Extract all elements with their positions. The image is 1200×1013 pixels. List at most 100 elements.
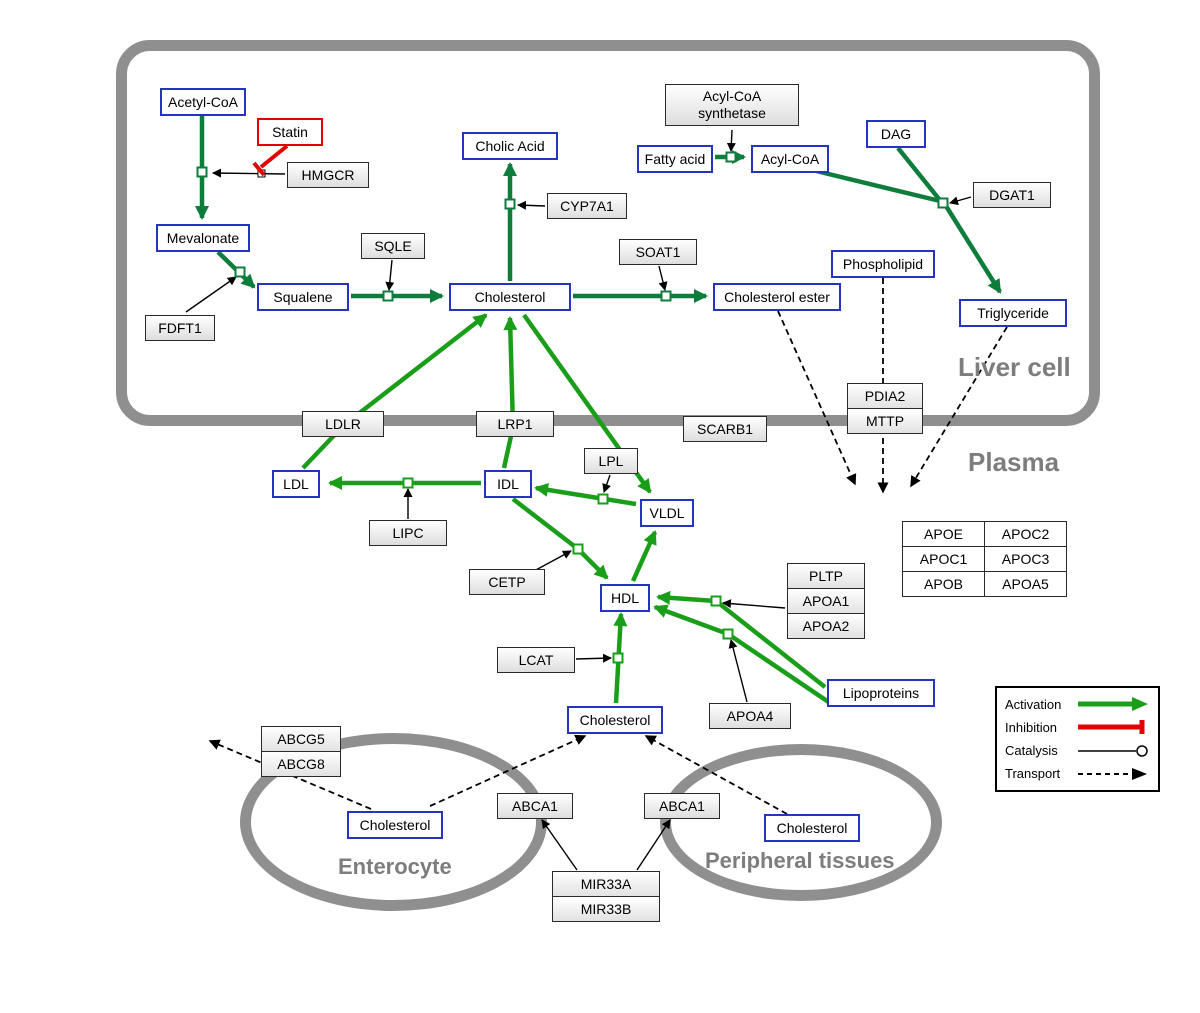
catalysis-cetp bbox=[533, 550, 572, 572]
node-apoa4[interactable]: APOA4 bbox=[709, 703, 791, 729]
node-hmgcr[interactable]: HMGCR bbox=[287, 162, 369, 188]
node-cholic-acid[interactable]: Cholic Acid bbox=[462, 132, 558, 160]
reaction-node bbox=[597, 493, 609, 505]
node-apoc3[interactable]: APOC3 bbox=[984, 546, 1067, 572]
node-sqle[interactable]: SQLE bbox=[361, 233, 425, 259]
reaction-node bbox=[660, 290, 672, 302]
catalysis-fdft1 bbox=[185, 276, 237, 313]
node-dgat1[interactable]: DGAT1 bbox=[973, 182, 1051, 208]
transport-enterocyte-abca1-cholesterol bbox=[429, 734, 587, 807]
reaction-node bbox=[504, 198, 516, 210]
node-scarb1[interactable]: SCARB1 bbox=[683, 416, 767, 442]
node-apoc2[interactable]: APOC2 bbox=[984, 521, 1067, 547]
catalysis-soat1 bbox=[658, 265, 668, 291]
inhibition-statin-line bbox=[259, 144, 289, 169]
node-pdia2[interactable]: PDIA2 bbox=[847, 383, 923, 409]
node-cholesterol-peripheral[interactable]: Cholesterol bbox=[764, 814, 860, 842]
liver-cell-label: Liver cell bbox=[958, 352, 1071, 382]
node-mttp[interactable]: MTTP bbox=[847, 408, 923, 434]
reaction-node bbox=[196, 166, 208, 178]
node-mir33b[interactable]: MIR33B bbox=[552, 896, 660, 922]
node-soat1[interactable]: SOAT1 bbox=[619, 239, 697, 265]
stack-pltp-apoa1-apoa2: PLTP APOA1 APOA2 bbox=[787, 563, 865, 639]
reaction-node bbox=[722, 628, 734, 640]
node-abcg5[interactable]: ABCG5 bbox=[261, 726, 341, 752]
reaction-node bbox=[937, 197, 949, 209]
regulation-mir33-abca1-right bbox=[636, 819, 671, 871]
node-phospholipid[interactable]: Phospholipid bbox=[831, 250, 935, 278]
node-ldlr[interactable]: LDLR bbox=[302, 411, 384, 437]
catalysis-circle-icon bbox=[1078, 744, 1148, 757]
apolipoprotein-table: APOE APOC2 APOC1 APOC3 APOB APOA5 bbox=[902, 521, 1067, 597]
transport-cholesterolester-plasma bbox=[777, 310, 857, 486]
node-pltp[interactable]: PLTP bbox=[787, 563, 865, 589]
node-lipoproteins[interactable]: Lipoproteins bbox=[827, 679, 935, 707]
node-lrp1[interactable]: LRP1 bbox=[476, 411, 554, 437]
transport-enterocyte-abcg-out bbox=[208, 739, 372, 810]
node-apoa2[interactable]: APOA2 bbox=[787, 613, 865, 639]
node-apob[interactable]: APOB bbox=[902, 571, 985, 597]
edge-idl-lrp1-cholesterol bbox=[501, 316, 518, 469]
reaction-node bbox=[572, 543, 584, 555]
node-lipc[interactable]: LIPC bbox=[369, 520, 447, 546]
transport-peripheral-abca1-cholesterol bbox=[644, 735, 788, 815]
catalysis-lpl bbox=[602, 474, 611, 493]
legend-row-activation: Activation bbox=[1005, 693, 1150, 715]
catalysis-acylcoa-synthetase bbox=[726, 129, 736, 152]
node-vldl[interactable]: VLDL bbox=[640, 499, 694, 527]
node-cholesterol-enterocyte[interactable]: Cholesterol bbox=[347, 811, 443, 839]
edge-acylcoa-dgatnode bbox=[807, 166, 941, 204]
node-apoc1[interactable]: APOC1 bbox=[902, 546, 985, 572]
edge-vldl-idl bbox=[534, 482, 637, 507]
node-cholesterol-plasma[interactable]: Cholesterol bbox=[567, 706, 663, 734]
edge-hdl-vldl bbox=[630, 530, 658, 582]
plasma-label: Plasma bbox=[968, 447, 1060, 477]
node-ldl[interactable]: LDL bbox=[272, 470, 320, 498]
inhibition-statin-tbar bbox=[252, 161, 266, 177]
liver-cell-region bbox=[116, 40, 1100, 426]
reaction-node bbox=[725, 151, 737, 163]
node-cholesterol-ester[interactable]: Cholesterol ester bbox=[713, 283, 841, 311]
node-statin[interactable]: Statin bbox=[257, 118, 323, 146]
activation-arrow-icon bbox=[1078, 697, 1148, 711]
legend-row-inhibition: Inhibition bbox=[1005, 716, 1150, 738]
legend: Activation Inhibition Catalysis Transpor… bbox=[995, 686, 1160, 792]
node-apoa1[interactable]: APOA1 bbox=[787, 588, 865, 614]
peripheral-tissues-label: Peripheral tissues bbox=[705, 848, 895, 873]
node-hdl[interactable]: HDL bbox=[600, 584, 650, 612]
node-triglyceride[interactable]: Triglyceride bbox=[959, 299, 1067, 327]
node-abca1-right[interactable]: ABCA1 bbox=[644, 793, 720, 819]
legend-transport-label: Transport bbox=[1005, 766, 1061, 782]
node-mevalonate[interactable]: Mevalonate bbox=[156, 224, 250, 252]
reaction-node bbox=[382, 290, 394, 302]
node-squalene[interactable]: Squalene bbox=[257, 283, 349, 311]
node-apoa5[interactable]: APOA5 bbox=[984, 571, 1067, 597]
transport-dashed-arrow-icon bbox=[1078, 767, 1147, 780]
edge-dgatnode-triglyceride bbox=[944, 204, 1002, 294]
node-cholesterol-liver[interactable]: Cholesterol bbox=[449, 283, 571, 311]
node-cyp7a1[interactable]: CYP7A1 bbox=[547, 193, 627, 219]
node-mir33a[interactable]: MIR33A bbox=[552, 871, 660, 897]
stack-mir33a-mir33b: MIR33A MIR33B bbox=[552, 871, 660, 922]
node-idl[interactable]: IDL bbox=[484, 470, 532, 498]
node-apoe[interactable]: APOE bbox=[902, 521, 985, 547]
reaction-node bbox=[234, 266, 246, 278]
node-fatty-acid[interactable]: Fatty acid bbox=[637, 145, 713, 173]
node-acyl-coa-synthetase[interactable]: Acyl-CoA synthetase bbox=[665, 84, 799, 126]
node-lpl[interactable]: LPL bbox=[584, 448, 638, 474]
node-acyl-coa[interactable]: Acyl-CoA bbox=[751, 145, 829, 173]
legend-inhibition-label: Inhibition bbox=[1005, 719, 1058, 735]
stack-abcg5-abcg8: ABCG5 ABCG8 bbox=[261, 726, 341, 777]
node-dag[interactable]: DAG bbox=[866, 120, 926, 148]
legend-row-catalysis: Catalysis bbox=[1005, 740, 1150, 762]
node-abca1-left[interactable]: ABCA1 bbox=[497, 793, 573, 819]
node-cetp[interactable]: CETP bbox=[469, 569, 545, 595]
legend-row-transport: Transport bbox=[1005, 763, 1150, 785]
node-fdft1[interactable]: FDFT1 bbox=[145, 315, 215, 341]
catalysis-sqle bbox=[385, 259, 395, 291]
node-lcat[interactable]: LCAT bbox=[497, 647, 575, 673]
node-abcg8[interactable]: ABCG8 bbox=[261, 751, 341, 777]
catalysis-dgat1 bbox=[949, 196, 972, 206]
node-acetyl-coa[interactable]: Acetyl-CoA bbox=[160, 88, 246, 116]
